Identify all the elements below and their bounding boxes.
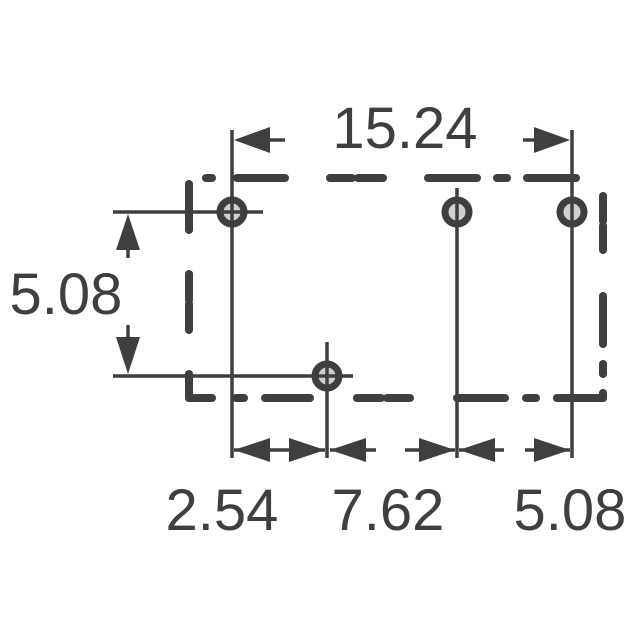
pin-3 xyxy=(556,196,588,228)
arrow-right-icon xyxy=(534,438,570,462)
arrow-right-icon xyxy=(534,127,570,153)
arrow-left-icon xyxy=(234,127,270,153)
package-outline xyxy=(185,174,607,402)
arrow-left-icon xyxy=(330,438,366,462)
pin-4 xyxy=(311,360,343,392)
dimension-pitch-1: 2.54 xyxy=(166,438,325,543)
arrow-left-icon xyxy=(459,438,495,462)
arrow-right-icon xyxy=(289,438,325,462)
dimension-label-overall-width: 15.24 xyxy=(332,96,477,161)
dimension-pitch-3: 5.08 xyxy=(459,438,626,543)
pin-1 xyxy=(216,196,248,228)
dimension-label-pitch-2: 7.62 xyxy=(332,478,445,543)
dimension-label-vertical-pitch: 5.08 xyxy=(10,262,123,327)
arrow-up-icon xyxy=(116,214,140,250)
arrow-down-icon xyxy=(116,337,140,374)
pin-2 xyxy=(441,196,473,228)
arrow-right-icon xyxy=(419,438,455,462)
dimension-vertical-pitch: 5.08 xyxy=(10,214,140,374)
dimension-pitch-2: 7.62 xyxy=(330,438,455,543)
dimension-label-pitch-3: 5.08 xyxy=(514,478,627,543)
arrow-left-icon xyxy=(234,438,270,462)
dimension-overall-width: 15.24 xyxy=(234,96,570,161)
dimension-label-pitch-1: 2.54 xyxy=(166,478,279,543)
